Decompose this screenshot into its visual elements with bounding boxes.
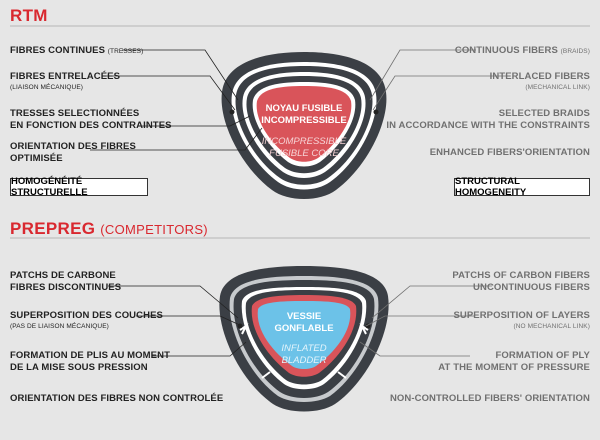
- prepreg-label-layers-fr: SUPERPOSITION DES COUCHES (PAS DE LIAISO…: [10, 310, 163, 332]
- rtm-homogeneity-box-en: STRUCTURAL HOMOGENEITY: [454, 176, 590, 198]
- rtm-label-interlaced-fibers-en: INTERLACED FIBERS (MECHANICAL LINK): [490, 71, 590, 93]
- core-italic1: INFLATED: [281, 343, 327, 354]
- label-line1: PATCHS OF CARBON FIBERS: [452, 270, 590, 281]
- label-main: SUPERPOSITION OF LAYERS: [453, 310, 590, 321]
- rtm-label-interlaced-fibers-fr: FIBRES ENTRELACÉES (LIAISON MÉCANIQUE): [10, 71, 120, 93]
- rtm-leader-lines-left: [90, 49, 263, 151]
- label-line2: FIBRES DISCONTINUES: [10, 282, 122, 293]
- rtm-pointer-dot: [373, 109, 379, 115]
- rtm-core-shape: [256, 86, 352, 162]
- prepreg-bladder-label: VESSIE GONFLABLE INFLATED BLADDER: [264, 311, 344, 367]
- rtm-label-continuous-fibers-fr: FIBRES CONTINUES (TRESSES): [10, 45, 143, 58]
- label-line1: ENHANCED FIBERS'ORIENTATION: [429, 147, 590, 158]
- rtm-label-selected-braids-en: SELECTED BRAIDS IN ACCORDANCE WITH THE C…: [386, 108, 590, 132]
- prepreg-cross-section: [219, 266, 389, 412]
- core-italic2: FUSIBLE CORE: [269, 148, 339, 159]
- core-line1: VESSIE: [286, 311, 322, 322]
- label-line2: DE LA MISE SOUS PRESSION: [10, 362, 148, 373]
- rtm-label-continuous-fibers-en: CONTINUOUS FIBERS (BRAIDS): [455, 45, 590, 58]
- label-note: (NO MECHANICAL LINK): [513, 323, 590, 330]
- label-main: INTERLACED FIBERS: [489, 71, 590, 82]
- rtm-label-orientation-en: ENHANCED FIBERS'ORIENTATION: [430, 147, 590, 159]
- rtm-pointer-dot: [229, 109, 235, 115]
- prepreg-subtitle: (COMPETITORS): [100, 222, 208, 237]
- label-line2: UNCONTINUOUS FIBERS: [473, 282, 590, 293]
- label-line1: FORMATION OF PLY: [495, 350, 590, 361]
- prepreg-label-ply-en: FORMATION OF PLY AT THE MOMENT OF PRESSU…: [438, 350, 590, 374]
- label-note: (TRESSES): [107, 48, 144, 55]
- rtm-core-label: NOYAU FUSIBLE INCOMPRESSIBLE INCOMPRESSI…: [254, 103, 354, 160]
- core-line2: GONFLABLE: [274, 323, 334, 334]
- core-italic1: INCOMPRESSIBLE: [261, 136, 347, 147]
- label-line1: NON-CONTROLLED FIBERS' ORIENTATION: [389, 393, 590, 404]
- label-line2: OPTIMISÉE: [10, 153, 63, 164]
- rtm-title: RTM: [10, 6, 48, 25]
- label-line2: EN FONCTION DES CONTRAINTES: [10, 120, 172, 131]
- rtm-label-orientation-fr: ORIENTATION DES FIBRES OPTIMISÉE: [10, 141, 136, 165]
- prepreg-leader-lines-right: [359, 285, 492, 357]
- prepreg-label-orientation-fr: ORIENTATION DES FIBRES NON CONTROLÉE: [10, 393, 223, 405]
- label-note: (PAS DE LIAISON MÉCANIQUE): [10, 323, 109, 330]
- label-line1: PATCHS DE CARBONE: [10, 270, 116, 281]
- prepreg-bladder-shape: [257, 301, 351, 369]
- prepreg-label-orientation-en: NON-CONTROLLED FIBERS' ORIENTATION: [390, 393, 590, 405]
- label-note: (MECHANICAL LINK): [525, 84, 590, 91]
- core-line2: INCOMPRESSIBLE: [261, 115, 347, 126]
- label-main: CONTINUOUS FIBERS: [454, 45, 558, 56]
- rtm-leader-lines-right: [369, 49, 510, 111]
- rtm-homogeneity-box-fr: HOMOGÉNÉITÉ STRUCTURELLE: [10, 176, 148, 198]
- label-line1: SELECTED BRAIDS: [498, 108, 590, 119]
- prepreg-title: PREPREG (COMPETITORS): [10, 219, 208, 239]
- label-main: FIBRES ENTRELACÉES: [10, 71, 121, 82]
- prepreg-label-ply-fr: FORMATION DE PLIS AU MOMENT DE LA MISE S…: [10, 350, 170, 374]
- label-line1: ORIENTATION DES FIBRES NON CONTROLÉE: [10, 393, 224, 404]
- prepreg-label-carbon-patches-fr: PATCHS DE CARBONE FIBRES DISCONTINUES: [10, 270, 121, 294]
- label-line1: ORIENTATION DES FIBRES: [10, 141, 136, 152]
- core-italic2: BLADDER: [281, 355, 327, 366]
- prepreg-title-text: PREPREG: [10, 219, 96, 238]
- label-main: SUPERPOSITION DES COUCHES: [10, 310, 163, 321]
- prepreg-leader-lines-left: [108, 285, 247, 357]
- prepreg-pointer-dot: [365, 323, 371, 329]
- label-line1: FORMATION DE PLIS AU MOMENT: [10, 350, 170, 361]
- label-line1: TRESSES SELECTIONNÉES: [10, 108, 140, 119]
- rtm-label-selected-braids-fr: TRESSES SELECTIONNÉES EN FONCTION DES CO…: [10, 108, 172, 132]
- label-note: (BRAIDS): [560, 48, 590, 55]
- core-line1: NOYAU FUSIBLE: [265, 103, 343, 114]
- prepreg-label-carbon-patches-en: PATCHS OF CARBON FIBERS UNCONTINUOUS FIB…: [452, 270, 590, 294]
- label-line2: AT THE MOMENT OF PRESSURE: [438, 362, 590, 373]
- rtm-cross-section: [221, 52, 387, 199]
- label-note: (LIAISON MÉCANIQUE): [10, 84, 84, 91]
- prepreg-label-layers-en: SUPERPOSITION OF LAYERS (NO MECHANICAL L…: [453, 310, 590, 332]
- label-line2: IN ACCORDANCE WITH THE CONSTRAINTS: [386, 120, 590, 131]
- label-main: FIBRES CONTINUES: [10, 45, 106, 56]
